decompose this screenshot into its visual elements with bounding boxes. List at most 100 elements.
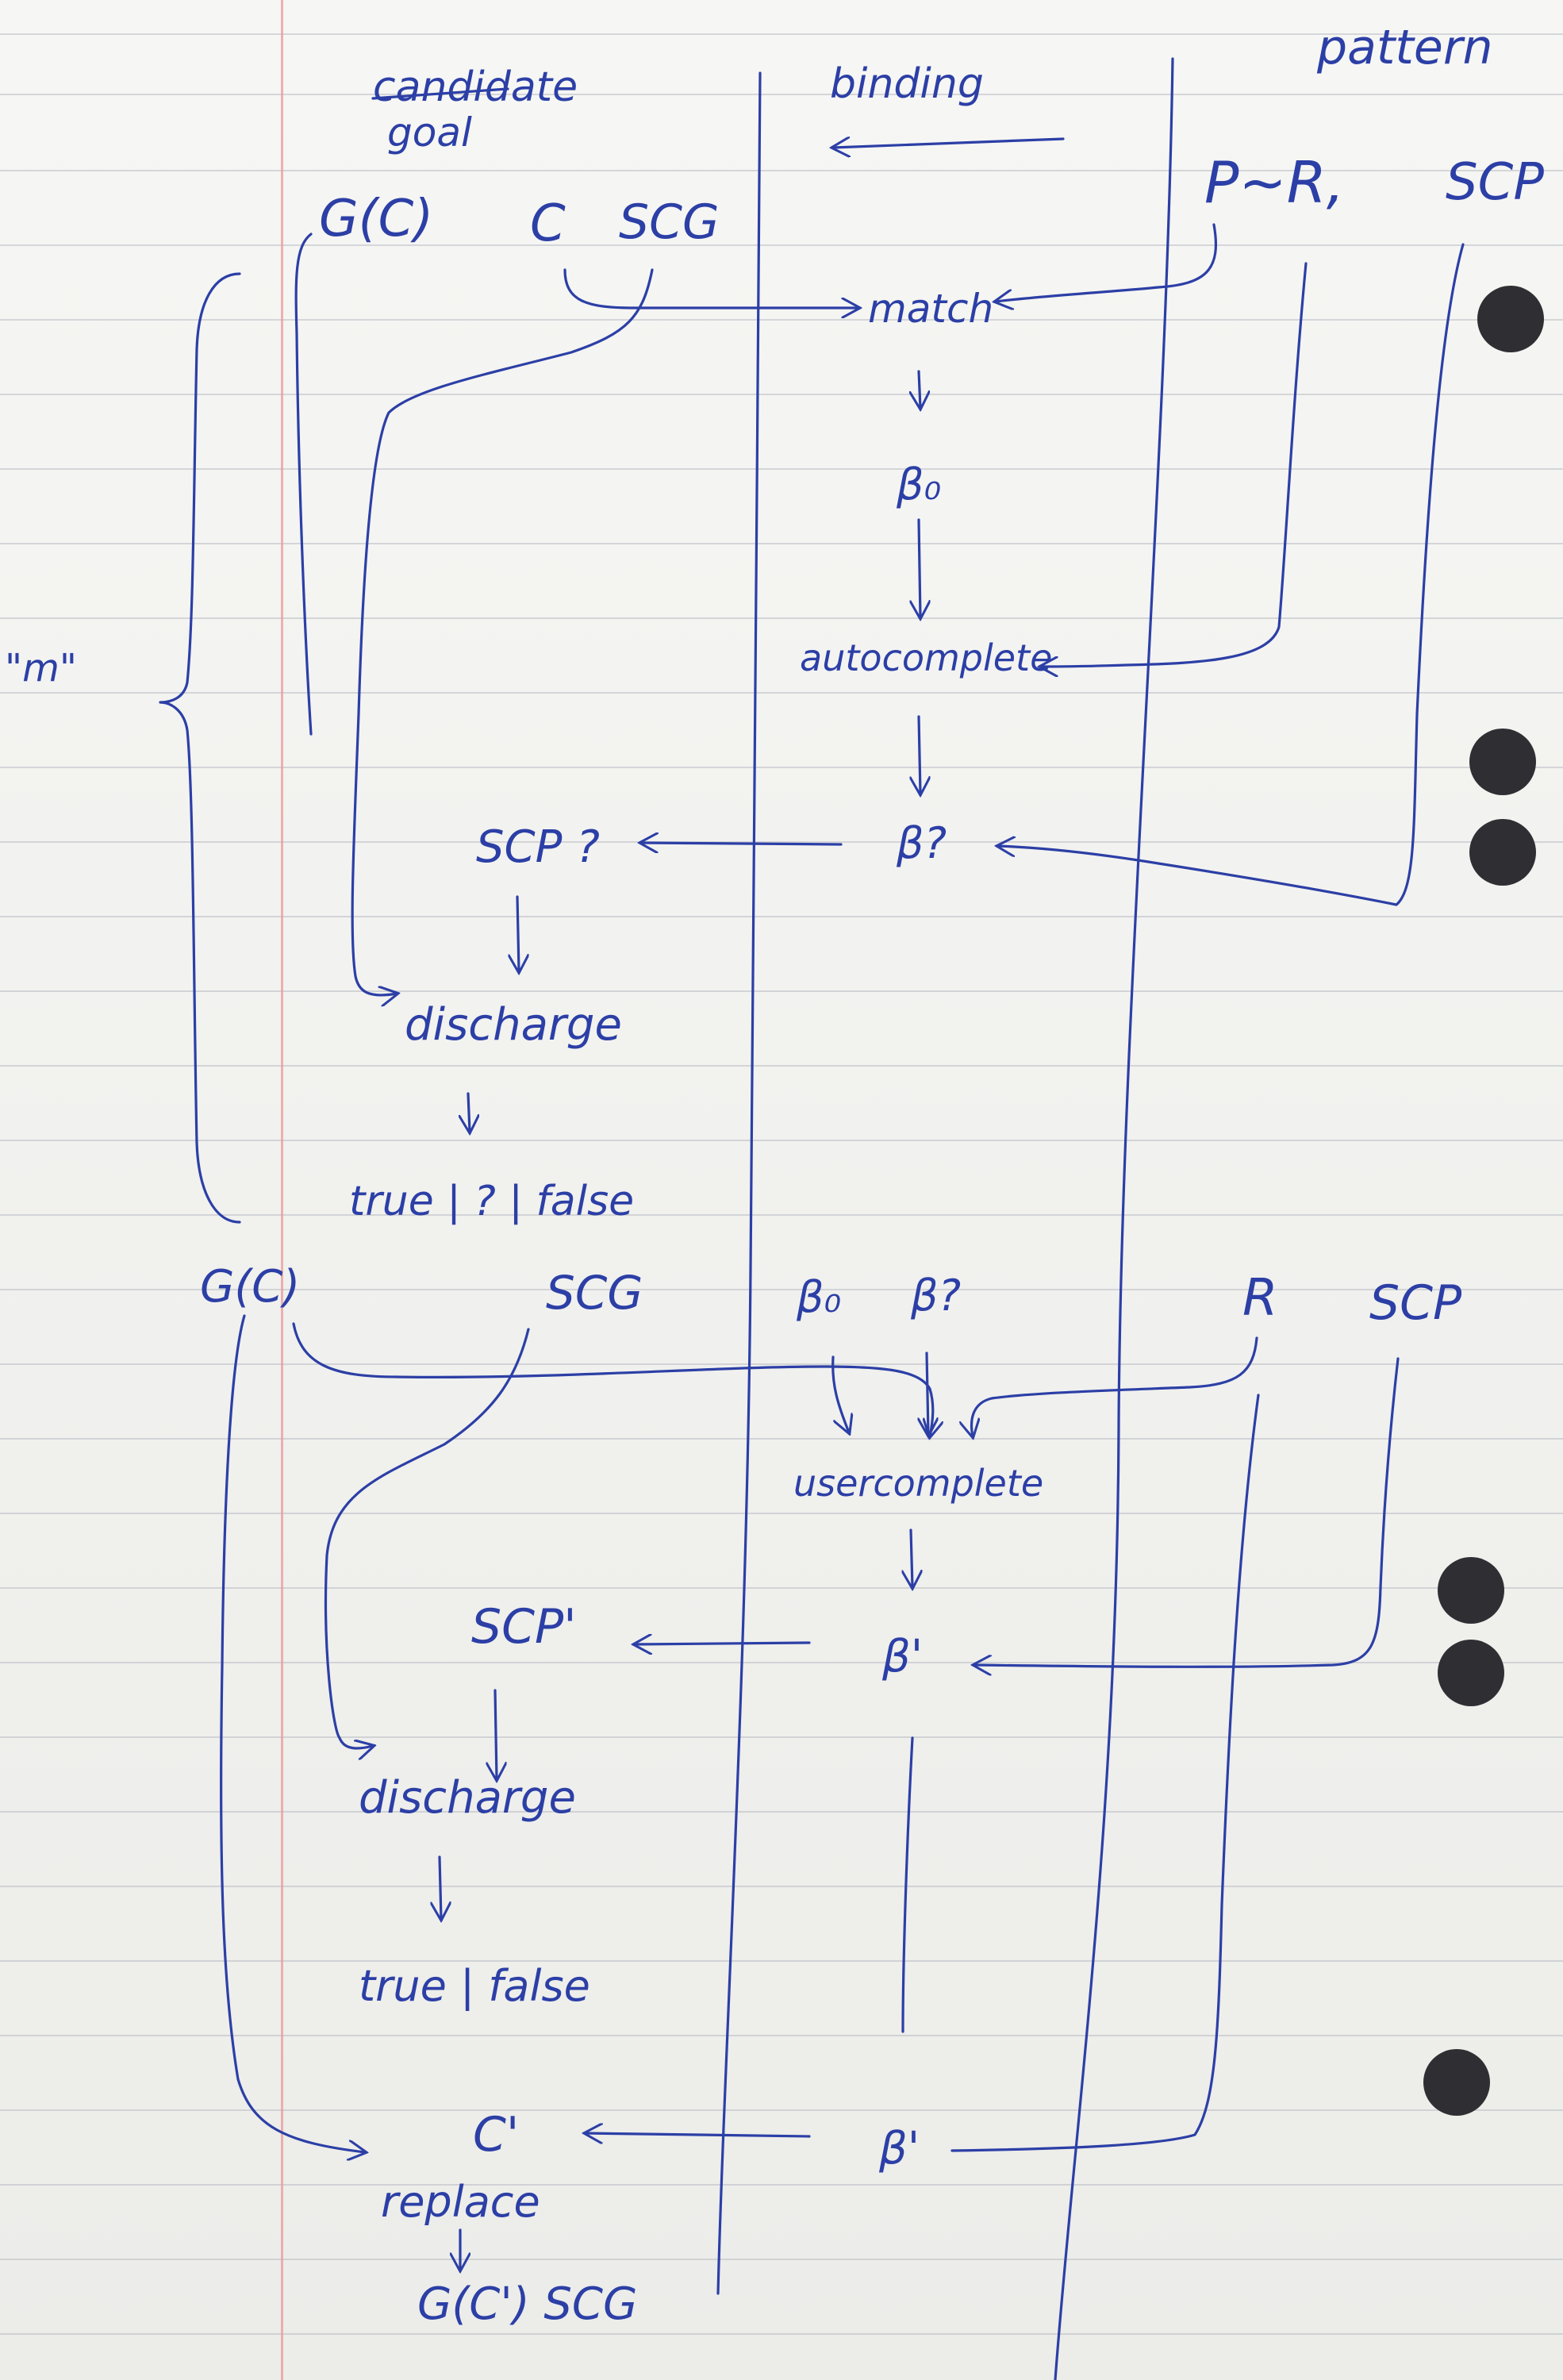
scg-to-discharge2-arrow (324, 1328, 530, 1748)
step-beta-prime-2: β' (879, 2123, 920, 2174)
ruled-line (0, 1811, 1563, 1813)
punch-hole (1438, 1640, 1504, 1706)
ruled-line (0, 1736, 1563, 1738)
step-autocomplete: autocomplete (800, 636, 1053, 679)
bottom-goal: G(C) (200, 1261, 301, 1313)
header-candidate-struck: candidate (373, 63, 578, 111)
arrow-down (919, 715, 920, 794)
ruled-line (0, 543, 1563, 544)
ruled-line (0, 94, 1563, 95)
bottom-scg: SCG (546, 1266, 643, 1320)
goal-to-usercomplete-arrow (292, 1322, 933, 1436)
ruled-line (0, 1438, 1563, 1440)
step-final: G(C') SCG (417, 2278, 638, 2330)
step-c-prime: C' (473, 2107, 520, 2163)
top-c: C (530, 194, 566, 253)
ruled-line (0, 394, 1563, 395)
ruled-line (0, 2109, 1563, 2111)
ruled-line (0, 767, 1563, 768)
ruled-line (0, 1065, 1563, 1067)
ruled-line (0, 1662, 1563, 1663)
step-result: true | ? | false (349, 1178, 635, 1225)
strikethrough (371, 87, 509, 100)
betaq-to-scpq-arrow (641, 843, 843, 844)
top-scg: SCG (619, 194, 720, 250)
step-beta0: β₀ (897, 459, 942, 509)
betaq-down-arrow (927, 1351, 928, 1435)
ruled-line (0, 841, 1563, 843)
top-scp: SCP (1446, 153, 1544, 212)
r-to-autocomplete-arrow (1041, 262, 1308, 667)
ruled-line (0, 1587, 1563, 1589)
header-binding: binding (830, 60, 984, 108)
arrow-down (517, 895, 519, 971)
arrow-down (468, 1092, 470, 1132)
step-discharge: discharge (405, 999, 622, 1051)
punch-hole (1469, 729, 1536, 795)
brace-label-m: "m" (5, 646, 77, 690)
step-replace: replace (381, 2177, 540, 2227)
beta0-down-arrow (831, 1355, 849, 1432)
left-brace (159, 272, 241, 1224)
column-divider-binding (716, 71, 762, 2295)
ruled-line (0, 33, 1563, 35)
scp-to-betaprime-arrow (974, 1357, 1400, 1667)
ruled-line (0, 617, 1563, 619)
arrow-down (440, 1855, 441, 1919)
scp-to-betaq-arrow (998, 243, 1465, 906)
arrow-down (911, 1528, 912, 1587)
betaprime2-to-cprime-arrow (586, 2133, 811, 2136)
c-to-match-arrow (563, 268, 858, 308)
ruled-line (0, 1363, 1563, 1365)
step-beta-q: β? (897, 818, 947, 868)
ruled-line (0, 916, 1563, 917)
ruled-line (0, 468, 1563, 470)
ruled-line (0, 990, 1563, 992)
top-pattern: P~R, (1204, 149, 1345, 216)
punch-hole (1469, 819, 1536, 886)
bottom-beta-q: β? (911, 1271, 962, 1321)
ruled-line (0, 2035, 1563, 2036)
margin-line (281, 0, 283, 2380)
punch-hole (1438, 1557, 1504, 1624)
step-discharge-2: discharge (359, 1772, 576, 1824)
step-scp-q: SCP ? (476, 821, 600, 873)
ruled-line (0, 2333, 1563, 2335)
betaprime-vertical-line (901, 1736, 914, 2033)
bottom-beta0: β₀ (797, 1272, 842, 1322)
ruled-line (0, 1960, 1563, 1962)
ruled-line (0, 692, 1563, 694)
binding-header-arrow (833, 139, 1065, 148)
header-goal: goal (387, 110, 472, 156)
r-to-usercomplete-arrow (972, 1336, 1258, 1436)
goal-to-replace-arrow (220, 1314, 365, 2152)
punch-hole (1423, 2049, 1490, 2116)
ruled-line (0, 2259, 1563, 2260)
r-to-betaprime2-line (950, 1394, 1260, 2152)
pattern-to-match-arrow (996, 223, 1218, 302)
top-goal: G(C) (319, 190, 434, 248)
header-pattern: pattern (1317, 20, 1493, 75)
column-divider-pattern (1054, 57, 1174, 2380)
ruled-line (0, 2184, 1563, 2186)
step-beta-prime: β' (882, 1631, 924, 1682)
ruled-line (0, 170, 1563, 171)
betaprime-to-scpprime-arrow (635, 1643, 811, 1644)
scg-to-discharge-arrow (351, 268, 654, 995)
arrow-down (919, 370, 920, 408)
ruled-line (0, 1513, 1563, 1514)
arrow-down (495, 1689, 497, 1779)
step-scp-prime: SCP' (471, 1599, 577, 1655)
ruled-line (0, 1289, 1563, 1290)
step-result-2: true | false (359, 1961, 590, 2011)
arrow-down (919, 518, 920, 617)
ruled-line (0, 1886, 1563, 1887)
step-usercomplete: usercomplete (793, 1462, 1044, 1505)
bottom-r: R (1242, 1269, 1278, 1328)
ruled-line (0, 319, 1563, 321)
goal-down-line (294, 233, 313, 736)
step-match: match (868, 286, 994, 332)
ruled-line (0, 244, 1563, 246)
